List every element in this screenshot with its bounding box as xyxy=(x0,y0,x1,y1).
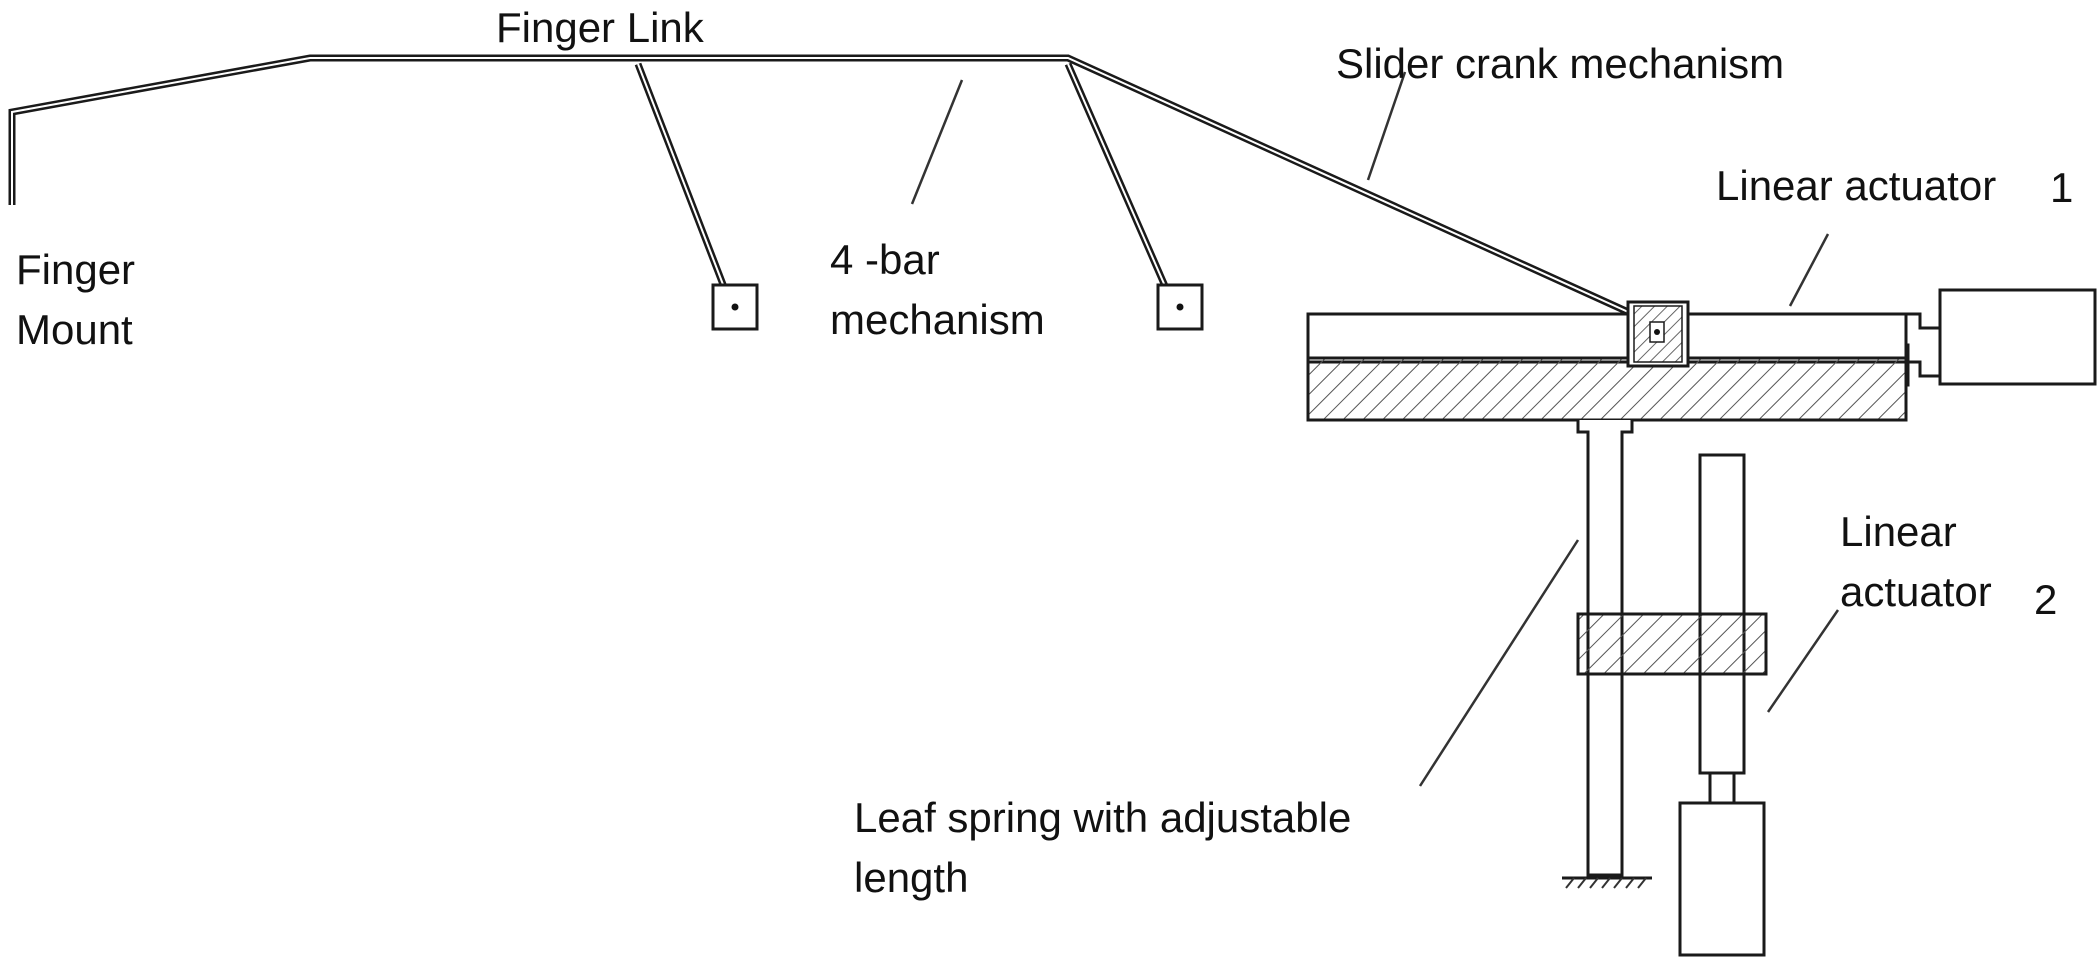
linear-actuator-2-label-line1: Linear xyxy=(1840,508,1957,555)
linear-actuator-2-label-line2: actuator xyxy=(1840,568,1992,615)
finger-mount-label-line2: Mount xyxy=(16,306,133,353)
pivot-2 xyxy=(1156,283,1204,331)
linear-actuator-2-assembly xyxy=(1576,453,1768,957)
four-bar-mechanism xyxy=(634,62,1204,331)
four-bar-label-line1: 4 -bar xyxy=(830,236,940,283)
leaf-spring-label-line2: length xyxy=(854,854,968,901)
finger-link-label: Finger Link xyxy=(496,4,705,51)
linear-actuator-1-label: Linear actuator xyxy=(1716,162,1996,209)
finger-link xyxy=(8,54,1639,320)
slider-block xyxy=(1626,300,1690,368)
slider-crank-label: Slider crank mechanism xyxy=(1336,40,1784,87)
linear-actuator-2-number: 2 xyxy=(2034,576,2057,623)
linear-actuator-1-assembly xyxy=(1306,288,2097,422)
four-bar-label-line2: mechanism xyxy=(830,296,1045,343)
pivot-1 xyxy=(711,283,759,331)
linear-actuator-1-number: 1 xyxy=(2050,164,2073,211)
finger-mount-label-line1: Finger xyxy=(16,246,135,293)
leaf-spring-label-line1: Leaf spring with adjustable xyxy=(854,794,1351,841)
leader-lines xyxy=(910,71,1840,787)
